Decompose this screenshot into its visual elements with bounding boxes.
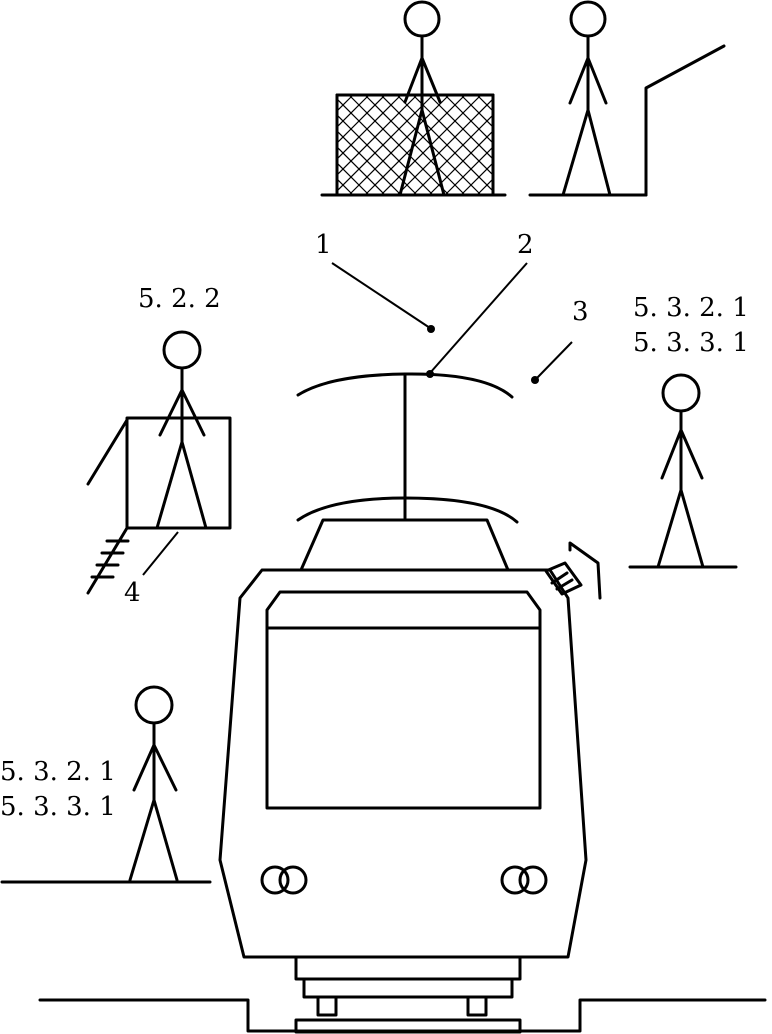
side-mirror: [544, 541, 602, 600]
callout-3-label: 3: [572, 297, 589, 327]
right-person-figure: 5. 3. 2. 1 5. 3. 3. 1: [628, 293, 749, 569]
left-person-figure: 5. 3. 2. 1 5. 3. 3. 1: [0, 685, 212, 884]
callout-1-label: 1: [315, 230, 332, 260]
bogie-frame: [302, 977, 514, 999]
clause-right-b-label: 5. 3. 3. 1: [633, 328, 749, 358]
clause-left-b-label: 5. 3. 3. 1: [0, 792, 116, 822]
clause-left-a-label: 5. 3. 2. 1: [0, 757, 116, 787]
clause-5-2-2-label: 5. 2. 2: [138, 284, 221, 314]
platform-railing: [86, 418, 129, 486]
work-platform: [125, 416, 232, 530]
track-pit-ground: [38, 998, 767, 1033]
stick-person: [155, 330, 208, 530]
callout-group: 1 2 3: [315, 230, 589, 384]
train-windshield: [265, 590, 542, 810]
clause-right-a-label: 5. 3. 2. 1: [633, 293, 749, 323]
stick-person: [656, 373, 705, 569]
platform-worker-figure: 5. 2. 2 4: [86, 284, 232, 608]
point-1-dot: [427, 325, 435, 333]
train-bogie: [294, 955, 522, 981]
wheel-right: [466, 995, 488, 1017]
leader-line-4: [142, 531, 179, 576]
stick-person: [128, 685, 179, 882]
ladder-rail: [86, 526, 129, 595]
fenced-person-figure: [320, 0, 507, 197]
point-3-dot: [531, 376, 539, 384]
pantograph-bow: [296, 496, 519, 524]
headlight-right: [500, 865, 548, 895]
callout-4-label: 4: [124, 578, 141, 608]
stick-person: [561, 0, 612, 197]
barrier-person-figure: [528, 0, 726, 197]
leader-line-3: [536, 341, 573, 379]
leader-line-1: [331, 262, 431, 329]
wheel-left: [316, 995, 338, 1017]
leader-line-2: [429, 262, 528, 374]
callout-2-label: 2: [517, 230, 534, 260]
pantograph: [296, 372, 519, 524]
mesh-fence: [335, 93, 495, 197]
barrier-wall: [644, 44, 726, 197]
stick-person: [398, 0, 446, 197]
train: [218, 518, 602, 1034]
headlight-left: [260, 865, 308, 895]
pantograph-base: [299, 518, 510, 572]
